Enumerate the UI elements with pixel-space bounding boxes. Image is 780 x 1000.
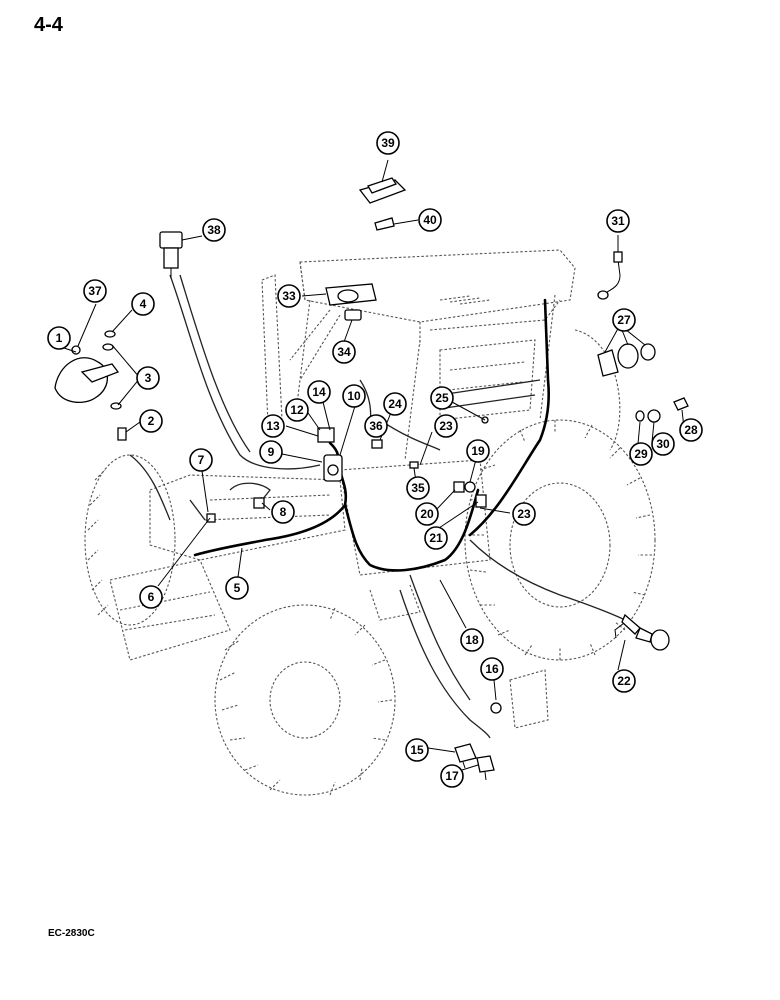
svg-text:22: 22 (617, 674, 631, 688)
horn-assembly (54, 330, 127, 441)
washer-16 (490, 702, 502, 714)
callout-23-top: 23 (434, 414, 458, 438)
svg-text:24: 24 (388, 397, 402, 411)
cab-lamp-33 (325, 283, 377, 306)
svg-text:16: 16 (485, 662, 499, 676)
callout-2: 2 (139, 409, 163, 433)
page-number: 4-4 (34, 14, 63, 36)
callout-39: 39 (376, 131, 400, 155)
svg-text:34: 34 (337, 345, 351, 359)
callout-35: 35 (406, 476, 430, 500)
small-parts-28-30 (635, 397, 689, 423)
wiring-harness (129, 274, 626, 739)
svg-text:17: 17 (445, 769, 459, 783)
sender-17 (476, 755, 495, 781)
svg-text:12: 12 (290, 403, 304, 417)
callout-33: 33 (277, 284, 301, 308)
sensor-22 (614, 613, 670, 651)
svg-text:27: 27 (617, 313, 631, 327)
callout-20: 20 (415, 502, 439, 526)
callout-17: 17 (440, 764, 464, 788)
figure-code: EC-2830C (48, 928, 95, 939)
leader-lines (63, 159, 685, 771)
cable-31 (597, 251, 623, 300)
svg-text:8: 8 (280, 505, 287, 519)
callout-8: 8 (271, 500, 295, 524)
svg-text:33: 33 (282, 289, 296, 303)
callout-36: 36 (364, 414, 388, 438)
callout-15: 15 (405, 738, 429, 762)
callout-22: 22 (612, 669, 636, 693)
callout-23-right: 23 (512, 502, 536, 526)
callout-10: 10 (342, 384, 366, 408)
callout-28: 28 (679, 418, 703, 442)
svg-text:15: 15 (410, 743, 424, 757)
callout-24: 24 (383, 392, 407, 416)
svg-text:1: 1 (56, 331, 63, 345)
svg-text:5: 5 (234, 581, 241, 595)
svg-text:25: 25 (435, 391, 449, 405)
svg-text:39: 39 (381, 136, 395, 150)
callout-9: 9 (259, 440, 283, 464)
switch-38 (159, 231, 183, 278)
svg-text:20: 20 (420, 507, 434, 521)
svg-text:9: 9 (268, 445, 275, 459)
tractor-outline (84, 249, 656, 796)
callout-4: 4 (131, 292, 155, 316)
callout-31: 31 (606, 209, 630, 233)
svg-text:7: 7 (198, 453, 205, 467)
bulb-40 (374, 217, 395, 231)
callout-13: 13 (261, 414, 285, 438)
svg-text:2: 2 (148, 414, 155, 428)
svg-text:31: 31 (611, 214, 625, 228)
callout-29: 29 (629, 442, 653, 466)
callout-3: 3 (136, 366, 160, 390)
callout-14: 14 (307, 380, 331, 404)
clips (206, 416, 489, 523)
callout-7: 7 (189, 448, 213, 472)
callout-18: 18 (460, 628, 484, 652)
callout-1: 1 (47, 326, 71, 350)
svg-text:36: 36 (369, 419, 383, 433)
svg-text:13: 13 (266, 419, 280, 433)
svg-text:40: 40 (423, 213, 437, 227)
svg-text:37: 37 (88, 284, 102, 298)
svg-text:3: 3 (145, 371, 152, 385)
callout-16: 16 (480, 657, 504, 681)
switch-34 (344, 309, 362, 321)
callout-30: 30 (651, 432, 675, 456)
svg-text:14: 14 (312, 385, 326, 399)
svg-text:19: 19 (471, 444, 485, 458)
callout-27: 27 (612, 308, 636, 332)
svg-text:10: 10 (347, 389, 361, 403)
svg-text:23: 23 (517, 507, 531, 521)
callout-6: 6 (139, 585, 163, 609)
svg-text:18: 18 (465, 633, 479, 647)
connectors-19-21 (453, 481, 487, 508)
lamp-39 (358, 177, 407, 204)
svg-text:4: 4 (140, 297, 147, 311)
svg-text:28: 28 (684, 423, 698, 437)
switch-15 (454, 743, 477, 769)
callout-40: 40 (418, 208, 442, 232)
svg-text:6: 6 (148, 590, 155, 604)
callout-19: 19 (466, 439, 490, 463)
svg-text:21: 21 (429, 531, 443, 545)
callout-38: 38 (202, 218, 226, 242)
callout-25: 25 (430, 386, 454, 410)
svg-text:38: 38 (207, 223, 221, 237)
svg-text:23: 23 (439, 419, 453, 433)
callout-12: 12 (285, 398, 309, 422)
callout-5: 5 (225, 576, 249, 600)
callout-labels: 1 2 3 4 5 6 7 8 9 10 12 13 14 15 16 17 1… (47, 131, 703, 788)
callout-21: 21 (424, 526, 448, 550)
svg-text:30: 30 (656, 437, 670, 451)
svg-text:35: 35 (411, 481, 425, 495)
svg-text:29: 29 (634, 447, 648, 461)
socket-27 (597, 343, 656, 377)
callout-37: 37 (83, 279, 107, 303)
callout-34: 34 (332, 340, 356, 364)
